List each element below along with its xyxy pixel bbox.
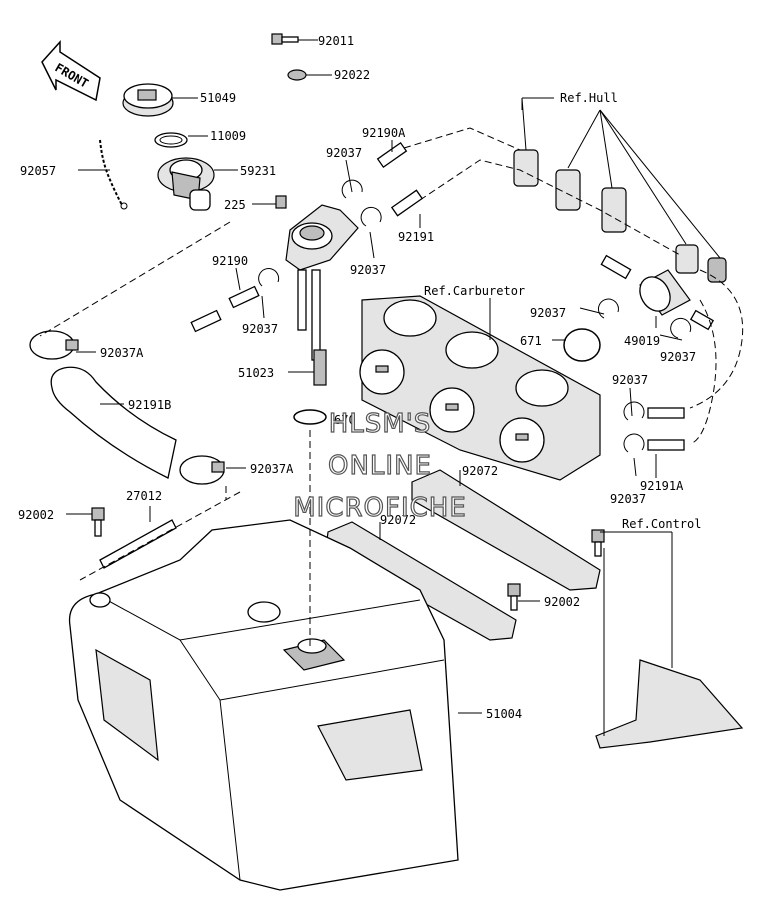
hose-clamps-92037A: [29, 330, 225, 485]
fuel-tank: [68, 519, 459, 891]
short-hoses: [190, 141, 715, 451]
label-92191: 92191: [398, 230, 434, 244]
watermark: HLSM'S ONLINE MICROFICHE: [293, 408, 467, 523]
label-92191B: 92191B: [128, 398, 171, 412]
fuel-filter: [639, 269, 691, 316]
label-92011: 92011: [318, 34, 354, 48]
label-92037-f: 92037: [612, 373, 648, 387]
cap-strap: [99, 139, 123, 206]
label-92190: 92190: [212, 254, 248, 268]
bolt-control: [591, 529, 605, 557]
label-92037-a: 92037: [326, 146, 362, 160]
label-92037-c: 92037: [242, 322, 278, 336]
label-92037-g: 92037: [610, 492, 646, 506]
filler-neck: [157, 157, 215, 211]
label-92022: 92022: [334, 68, 370, 82]
leader-lines: [66, 39, 721, 736]
watermark-line-2: ONLINE: [328, 451, 432, 481]
label-92072-b: 92072: [380, 513, 416, 527]
label-92037-e: 92037: [660, 350, 696, 364]
part-labels: 92011 92022 51049 11009 92057 59231 225 …: [18, 34, 696, 721]
band-27012: [99, 519, 177, 569]
label-51049: 51049: [200, 91, 236, 105]
washer-92022: [287, 69, 307, 81]
label-225: 225: [224, 198, 246, 212]
front-arrow-icon: FRONT: [41, 40, 101, 102]
bolt-92002-left: [91, 507, 105, 537]
ref-hull-label: Ref.Hull: [560, 91, 618, 105]
label-51004: 51004: [486, 707, 522, 721]
watermark-line-1: HLSM'S: [329, 409, 432, 439]
label-51023: 51023: [238, 366, 274, 380]
label-92002-right: 92002: [544, 595, 580, 609]
label-92057: 92057: [20, 164, 56, 178]
label-92037-b: 92037: [350, 263, 386, 277]
hose-clips: [258, 179, 692, 453]
reference-labels: Ref.Hull Ref.Carburetor Ref.Control: [424, 91, 701, 531]
fuel-cap: [122, 83, 188, 148]
ref-carburetor-label: Ref.Carburetor: [424, 284, 525, 298]
label-92037A-top: 92037A: [100, 346, 144, 360]
label-92037A-bot: 92037A: [250, 462, 294, 476]
o-ring-670: [293, 409, 327, 425]
label-27012: 27012: [126, 489, 162, 503]
bolt-92011: [271, 33, 299, 45]
watermark-line-3: MICROFICHE: [293, 493, 467, 523]
o-ring-671: [563, 328, 601, 362]
label-59231: 59231: [240, 164, 276, 178]
label-49019: 49019: [624, 334, 660, 348]
label-92190A: 92190A: [362, 126, 406, 140]
ref-control-label: Ref.Control: [622, 517, 701, 531]
label-92002-left: 92002: [18, 508, 54, 522]
fuel-hose-92191B: [50, 366, 177, 479]
hull-clamps: [513, 149, 727, 283]
label-92037-d: 92037: [530, 306, 566, 320]
label-11009: 11009: [210, 129, 246, 143]
hose-routes: [39, 127, 744, 650]
label-671: 671: [520, 334, 542, 348]
label-92072-a: 92072: [462, 464, 498, 478]
control-plate: [595, 659, 744, 749]
label-92191A: 92191A: [640, 479, 684, 493]
bolt-92002-right: [507, 583, 521, 611]
label-670: 670: [334, 413, 356, 427]
fuel-valve: [275, 195, 359, 386]
carburetor-assembly: [359, 295, 601, 481]
